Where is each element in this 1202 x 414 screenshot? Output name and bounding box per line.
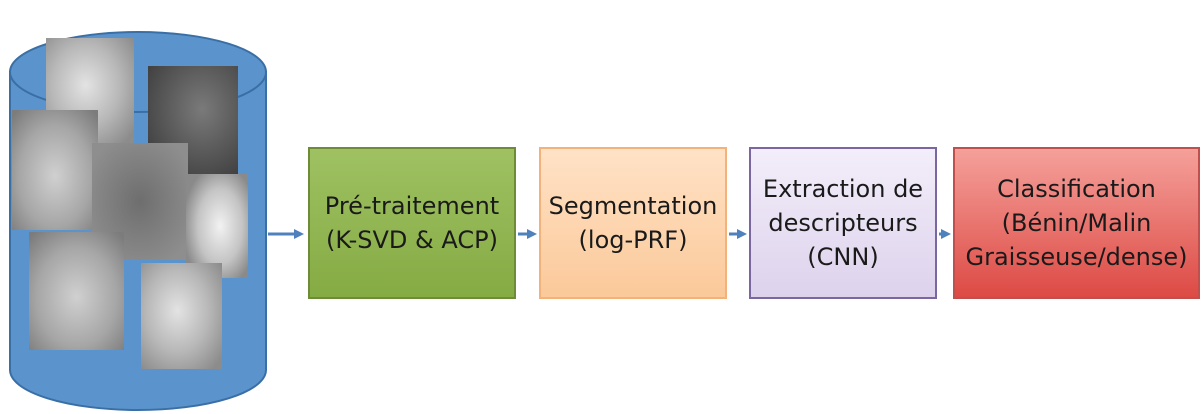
mammogram-thumbnail: [186, 174, 248, 278]
feature-extraction-stage-label: Extraction de descripteurs (CNN): [762, 175, 924, 271]
preprocessing-stage-box: Pré-traitement (K-SVD & ACP): [308, 147, 516, 299]
mammogram-thumbnail: [141, 263, 222, 369]
mammogram-thumbnail: [12, 110, 98, 230]
segmentation-stage-box: Segmentation (log-PRF): [539, 147, 727, 299]
segmentation-stage-label: Segmentation (log-PRF): [548, 192, 718, 254]
preprocessing-stage-label: Pré-traitement (K-SVD & ACP): [324, 192, 500, 254]
mammogram-thumbnail: [29, 232, 124, 350]
mammogram-thumbnails: [12, 38, 248, 369]
classification-stage-label: Classification (Bénin/Malin Graisseuse/d…: [965, 175, 1188, 271]
feature-extraction-stage-box: Extraction de descripteurs (CNN): [749, 147, 937, 299]
classification-stage-box: Classification (Bénin/Malin Graisseuse/d…: [953, 147, 1200, 299]
